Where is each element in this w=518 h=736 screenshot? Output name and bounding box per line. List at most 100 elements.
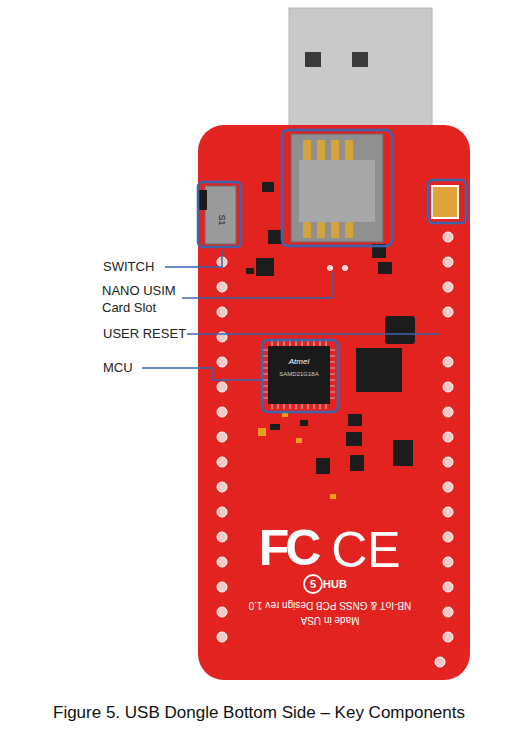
highlight-box: [262, 340, 338, 412]
mcu-chip: [268, 346, 330, 404]
mounting-holes: [217, 507, 227, 517]
mounting-holes: [217, 357, 227, 367]
mounting-holes: [217, 632, 227, 642]
board-silkscreen: NB-IoT & GNSS PCB Design rev 1.0: [249, 599, 412, 611]
switch-part: [198, 190, 207, 210]
mounting-holes: [443, 282, 453, 292]
small-components: [270, 424, 280, 430]
mounting-holes: [443, 457, 453, 467]
figure-caption: Figure 5. USB Dongle Bottom Side – Key C…: [0, 703, 518, 723]
mounting-holes: [443, 307, 453, 317]
sim-slot: [331, 222, 339, 238]
mcu-chip: [263, 350, 268, 398]
switch-part: [205, 186, 236, 244]
antenna-pad: [432, 186, 458, 218]
pcb-board: [198, 125, 470, 680]
mounting-holes: [217, 307, 227, 317]
chip-brand: Atmel: [289, 357, 309, 367]
mcu-chip: [263, 341, 335, 409]
mounting-holes: [343, 266, 348, 271]
sim-slot: [299, 160, 375, 222]
mcu-chip: [263, 341, 335, 409]
mounting-holes: [443, 557, 453, 567]
mounting-holes: [443, 382, 453, 392]
usb-plug: [305, 52, 321, 67]
mounting-holes: [443, 432, 453, 442]
usb-plug: [352, 52, 368, 67]
highlight-box: [282, 130, 392, 246]
leader-line: [165, 250, 222, 267]
switch-part: [198, 186, 236, 244]
small-components: [256, 258, 274, 276]
usb-plug: [289, 8, 432, 138]
sim-slot: [303, 140, 311, 160]
mcu-chip: [272, 404, 326, 409]
fcc-logo: FC: [259, 518, 318, 578]
solder-pads: [330, 494, 336, 499]
part-marking: S1: [216, 214, 227, 225]
usb-plug: [289, 8, 432, 138]
mounting-holes: [443, 532, 453, 542]
mounting-holes: [328, 266, 333, 271]
sim-slot: [303, 222, 311, 238]
small-components: [393, 440, 413, 466]
leader-line: [182, 272, 332, 298]
solder-pads: [258, 428, 266, 436]
leader-line: [142, 368, 262, 380]
mounting-holes: [443, 607, 453, 617]
mcu-chip: [272, 341, 326, 346]
sim-slot: [291, 134, 383, 242]
solder-pads: [258, 412, 336, 499]
usb-plug: [289, 8, 432, 138]
solder-pads: [296, 438, 302, 443]
mounting-holes: [443, 582, 453, 592]
logo-circle: [304, 575, 322, 593]
mounting-holes: [217, 582, 227, 592]
logo-text: 5: [310, 578, 316, 591]
small-components: [246, 182, 415, 474]
mounting-holes: [443, 482, 453, 492]
small-components: [350, 455, 364, 471]
sim-slot: [331, 140, 339, 160]
small-components: [346, 432, 362, 446]
small-components: [246, 268, 254, 274]
small-components: [300, 420, 308, 426]
callout-label: USER RESET: [103, 326, 186, 342]
antenna-pad: [432, 186, 458, 218]
highlight-box: [198, 130, 466, 412]
pcb-board: [198, 125, 470, 680]
mounting-holes: [435, 657, 445, 667]
mounting-holes: [443, 357, 453, 367]
mounting-holes: [217, 382, 227, 392]
mounting-holes: [217, 457, 227, 467]
highlight-box: [198, 182, 241, 247]
mounting-holes: [217, 607, 227, 617]
sim-slot: [345, 140, 353, 160]
ce-logo: CE: [331, 520, 400, 580]
callout-label: SWITCH: [103, 259, 154, 275]
callout-label: MCU: [103, 360, 133, 376]
sim-slot: [291, 134, 383, 242]
logo-text: HUB: [323, 578, 347, 591]
leader-line: [142, 250, 440, 380]
mounting-holes: [217, 557, 227, 567]
mounting-holes: [443, 407, 453, 417]
small-components: [262, 182, 274, 192]
sim-slot: [317, 140, 325, 160]
small-components: [316, 458, 330, 474]
mounting-holes: [443, 632, 453, 642]
mounting-holes: [217, 407, 227, 417]
sim-slot: [317, 222, 325, 238]
mounting-holes: [443, 232, 453, 242]
mounting-holes: [217, 432, 227, 442]
mounting-holes: [217, 482, 227, 492]
logo-circle: [304, 575, 322, 593]
board-silkscreen: Made in USA: [301, 614, 360, 626]
mounting-holes: [443, 257, 453, 267]
mounting-holes: [443, 507, 453, 517]
small-components: [268, 230, 282, 244]
mcu-chip: [330, 350, 335, 398]
small-components: [378, 262, 392, 274]
small-components: [356, 348, 402, 392]
